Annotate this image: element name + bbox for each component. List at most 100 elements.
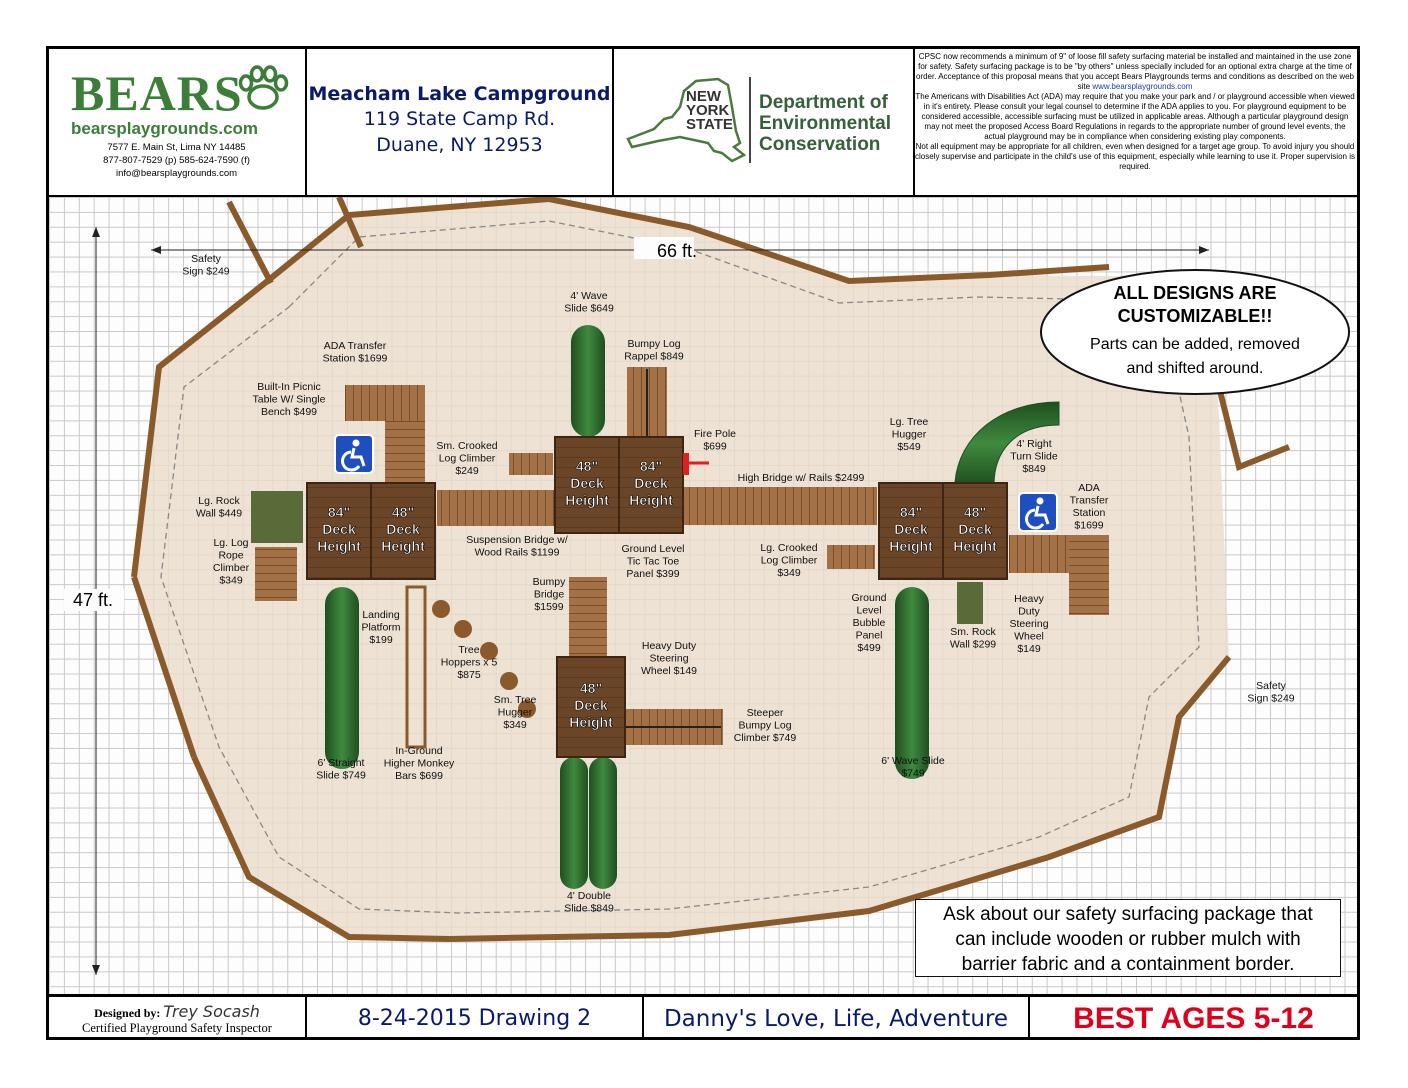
equipment-label-line: Landing <box>362 609 400 621</box>
wave-slide-4ft <box>571 325 605 437</box>
timber-border <box>131 576 197 758</box>
equipment-label-line: Log Climber <box>761 555 818 567</box>
ny-state-wordmark: NEW YORK STATE <box>686 88 733 133</box>
equipment-label-line: Bumpy <box>533 576 566 588</box>
disclaimer-link[interactable]: www.bearsplaygrounds.com <box>1092 82 1193 91</box>
ada-accessibility-icon-right <box>1018 492 1058 532</box>
equipment-label-line: Rope <box>218 550 243 562</box>
equipment-label-line: Heavy Duty <box>642 640 697 652</box>
customizable-title-line: CUSTOMIZABLE!! <box>1118 306 1273 326</box>
equipment-label-line: Tree <box>458 644 479 656</box>
equipment-label-line: Rappel $849 <box>624 351 684 363</box>
company-email[interactable]: info@bearsplaygrounds.com <box>115 168 238 179</box>
dec-wordmark: Department of Environmental Conservation <box>759 92 891 155</box>
equipment-label-line: 4' Right <box>1016 438 1051 450</box>
ada-transfer-station-right <box>1009 535 1069 573</box>
equipment-label-line: Panel <box>856 630 883 642</box>
ny-state-line: STATE <box>686 116 733 133</box>
equipment-label-line: Safety <box>191 253 222 265</box>
double-slide-left <box>560 757 588 889</box>
equipment-label-line: Platform <box>361 622 400 634</box>
equipment-label-line: Climber $749 <box>734 732 797 744</box>
deck-48in-right <box>942 482 1008 580</box>
equipment-label-line: Bench $499 <box>261 406 317 418</box>
log-rope-climber <box>255 547 297 601</box>
plan-drawing: 66 ft. 47 ft. <box>64 197 1350 975</box>
drawing-date: 8-24-2015 Drawing 2 <box>357 1006 592 1031</box>
equipment-label-line: Station $1699 <box>323 353 388 365</box>
company-phones: 877-807-7529 (p) 585-624-7590 (f) <box>103 155 250 166</box>
equipment-label-line: Tic Tac Toe <box>627 556 679 568</box>
equipment-label-line: Sm. Tree <box>494 694 537 706</box>
equipment-label: Suspension Bridge w/Wood Rails $1199 <box>466 534 568 559</box>
deck-height-label-line: Height <box>953 538 997 554</box>
footer-divider <box>49 994 1357 997</box>
surfacing-callout: Ask about our safety surfacing package t… <box>915 899 1341 977</box>
equipment-label-line: Lg. Tree <box>890 416 929 428</box>
equipment-label-line: Wall $299 <box>950 639 996 651</box>
location-name: Meacham Lake Campground <box>308 83 611 105</box>
equipment-label-line: Hoppers x 5 <box>441 657 498 669</box>
equipment-label-line: Wheel <box>1014 631 1044 643</box>
equipment-label: 6' Wave Slide$749 <box>881 755 945 780</box>
designed-by-label: Designed by: <box>94 1005 161 1020</box>
company-website[interactable]: bearsplaygrounds.com <box>71 119 259 138</box>
rock-wall-large <box>251 491 303 543</box>
project-block: Danny's Love, Life, Adventure <box>644 997 1030 1040</box>
ny-state-line: NEW <box>686 88 721 105</box>
double-slide-right <box>589 757 617 889</box>
equipment-label-line: Fire Pole <box>694 428 736 440</box>
equipment-label-line: ADA <box>1078 482 1100 494</box>
equipment-label-line: Bridge <box>534 589 565 601</box>
deck-height-label-line: Deck <box>634 475 668 491</box>
equipment-label-line: Steeper <box>747 707 784 719</box>
deck-height-label-line: Deck <box>322 521 356 537</box>
location-street: 119 State Camp Rd. <box>363 108 556 130</box>
equipment-label-line: $149 <box>1017 643 1041 655</box>
deck-84in-center <box>618 436 684 534</box>
new-york-state-outline-icon <box>626 77 747 163</box>
equipment-label-line: Steering <box>1009 618 1048 630</box>
equipment-label-line: $849 <box>1022 463 1046 475</box>
agency-divider <box>749 77 751 163</box>
equipment-label-line: $875 <box>457 669 481 681</box>
small-crooked-log-climber <box>509 453 553 475</box>
ages-block: BEST AGES 5-12 <box>1030 997 1357 1040</box>
equipment-label-line: Slide $749 <box>316 770 366 782</box>
playground-plan: 66 ft. 47 ft. <box>49 197 1357 994</box>
deck-84in-left <box>306 482 372 580</box>
equipment-label-line: Suspension Bridge w/ <box>466 534 568 546</box>
equipment-label-line: $199 <box>369 634 393 646</box>
location-block: Meacham Lake Campground 119 State Camp R… <box>307 49 614 195</box>
deck-height-label-line: 48" <box>392 504 414 520</box>
safety-surface-area <box>134 199 1229 939</box>
equipment-label-line: ADA Transfer <box>324 340 387 352</box>
equipment-label-line: Station <box>1073 507 1106 519</box>
equipment-label-line: Climber <box>213 562 250 574</box>
deck-84in-right <box>878 482 944 580</box>
customizable-title-line: ALL DESIGNS ARE <box>1113 283 1276 303</box>
equipment-label-line: In-Ground <box>395 745 442 757</box>
equipment-label-line: $249 <box>455 465 479 477</box>
location-city: Duane, NY 12953 <box>376 134 543 156</box>
agency-block: NEW YORK STATE Department of Environment… <box>614 49 915 195</box>
ada-accessibility-icon-left <box>334 434 374 474</box>
large-crooked-log-climber <box>827 545 875 569</box>
company-block: BEARS bearsplaygrounds.com 7577 E. Main … <box>49 49 307 195</box>
